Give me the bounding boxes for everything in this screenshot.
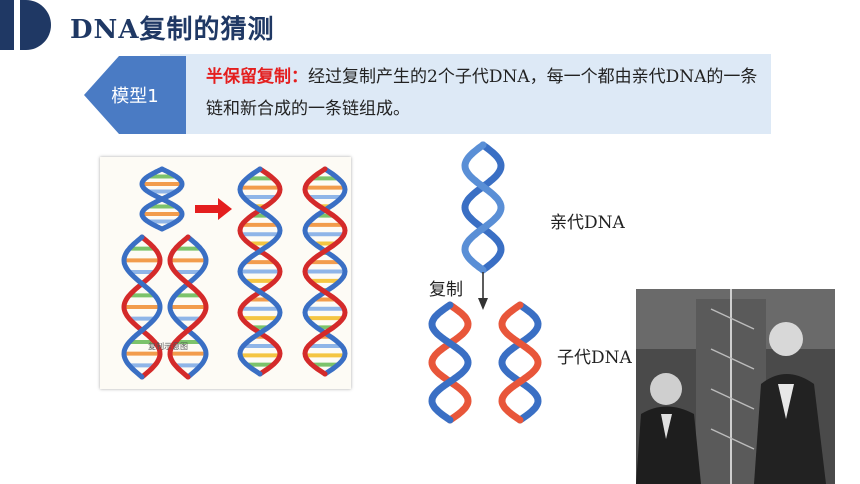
title-accent-bar [0, 0, 51, 50]
helix-parent-child [428, 141, 542, 424]
child-helix-1 [428, 301, 472, 424]
replication-illustration: 复制示意图 [121, 166, 348, 380]
arrow-icon [195, 198, 232, 220]
model-term: 半保留复制： [206, 67, 308, 87]
parent-helix [461, 141, 505, 274]
diagram-caption: 复制示意图 [148, 341, 188, 351]
page-title: DNA复制的猜测 [70, 15, 275, 45]
model-definition: 经过复制产生的2个子代DNA，每一个都由亲代DNA的一条链和新合成的一条链组成。 [206, 67, 758, 119]
replication-diagram: 复制示意图 [100, 157, 351, 389]
copy-label: 复制 [429, 280, 463, 300]
model-badge-label: 模型1 [111, 86, 159, 107]
model-badge-diamond [84, 56, 186, 134]
child-dna-label: 子代DNA [557, 348, 632, 368]
model-description: 半保留复制：经过复制产生的2个子代DNA，每一个都由亲代DNA的一条链和新合成的… [206, 61, 766, 125]
child-helix-2 [498, 301, 542, 424]
scientists-photo [636, 289, 835, 484]
parent-dna-label: 亲代DNA [550, 213, 625, 233]
model-info-box [160, 54, 771, 134]
